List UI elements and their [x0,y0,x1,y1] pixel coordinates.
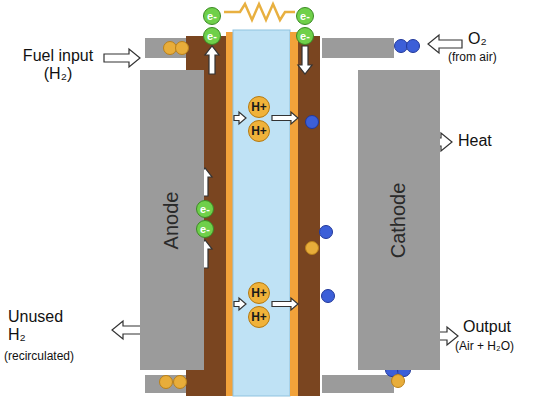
flow-arrow [272,298,298,310]
anode-interface-strip [226,32,233,396]
flow-label: (recirculated) [4,350,114,364]
flow-label: Heat [458,132,518,150]
flow-arrow [272,112,298,124]
flow-arrow [104,49,140,67]
cathode-top-bar [322,38,394,58]
flow-arrow [205,46,219,74]
proton-label: H+ [251,125,267,137]
anode-plate: Anode [140,70,204,370]
proton-label: H+ [251,311,267,323]
electron: e- [203,7,221,25]
cathode-interface-strip [290,32,298,396]
flow-arrow [234,112,246,124]
hydrogen-atom [160,376,173,389]
hydrogen-atom [174,376,187,389]
electrode-label: Anode [161,191,184,249]
resistor-symbol [224,4,295,20]
cathode-bottom-bar [322,375,394,393]
flow-arrow [234,298,246,310]
hydrogen-atom [164,42,177,55]
electron: e- [203,27,221,45]
electrolyte-membrane [233,30,290,396]
oxygen-atom [306,116,319,129]
electrode-label: Cathode [388,182,411,258]
proton: H+ [248,282,270,304]
electron-label: e- [200,204,210,215]
electron-label: e- [207,31,217,42]
flow-label: Unused H₂ [8,308,70,345]
flow-label: Fuel input (H₂) [12,47,104,84]
flow-label: (from air) [448,51,543,65]
oxygen-atom [320,226,333,239]
flow-label: O₂ [468,30,528,48]
proton: H+ [248,96,270,118]
cathode-plate: Cathode [358,70,440,370]
electron-label: e- [200,224,210,235]
electron: e- [296,27,314,45]
hydrogen-atom [176,42,189,55]
proton: H+ [248,120,270,142]
proton-label: H+ [251,101,267,113]
flow-label: Output [463,318,543,336]
flow-label: (Air + H₂O) [455,340,543,354]
electron-label: e- [300,11,310,22]
flow-arrow [298,46,312,74]
electron: e- [196,200,214,218]
cathode-catalyst-layer [298,36,320,396]
electron: e- [196,220,214,238]
electron: e- [296,7,314,25]
oxygen-atom [407,40,420,53]
oxygen-atom [322,290,335,303]
electron-label: e- [300,31,310,42]
electron-label: e- [207,11,217,22]
proton: H+ [248,306,270,328]
hydrogen-atom [306,242,319,255]
oxygen-atom [395,40,408,53]
proton-label: H+ [251,287,267,299]
hydrogen-atom [392,375,405,388]
